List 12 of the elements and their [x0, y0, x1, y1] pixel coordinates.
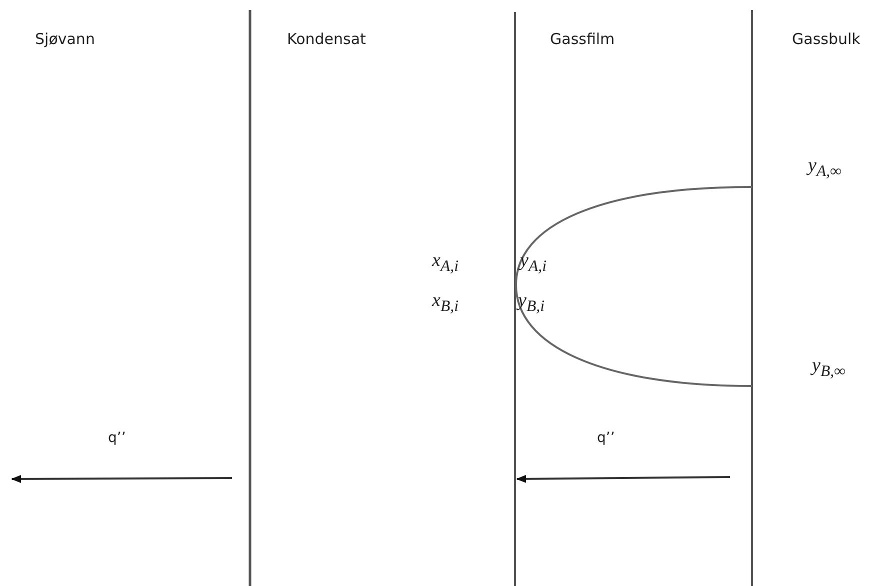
math-label: y$_{B,i}$: [518, 290, 544, 316]
math-label: x$_{A,i}$: [432, 250, 458, 276]
region-heading: Gassbulk: [792, 30, 860, 48]
region-heading: Gassfilm: [550, 30, 615, 48]
math-label: y$_{B,∞}$: [812, 355, 846, 381]
math-label: x$_{B,i}$: [432, 290, 458, 316]
region-heading: Sjøvann: [35, 30, 95, 48]
flux-label: q’’: [597, 430, 615, 446]
math-label: y$_{A,i}$: [520, 250, 546, 276]
region-heading: Kondensat: [287, 30, 366, 48]
flux-label: q’’: [108, 430, 126, 446]
math-label: y$_{A,∞}$: [808, 155, 842, 181]
